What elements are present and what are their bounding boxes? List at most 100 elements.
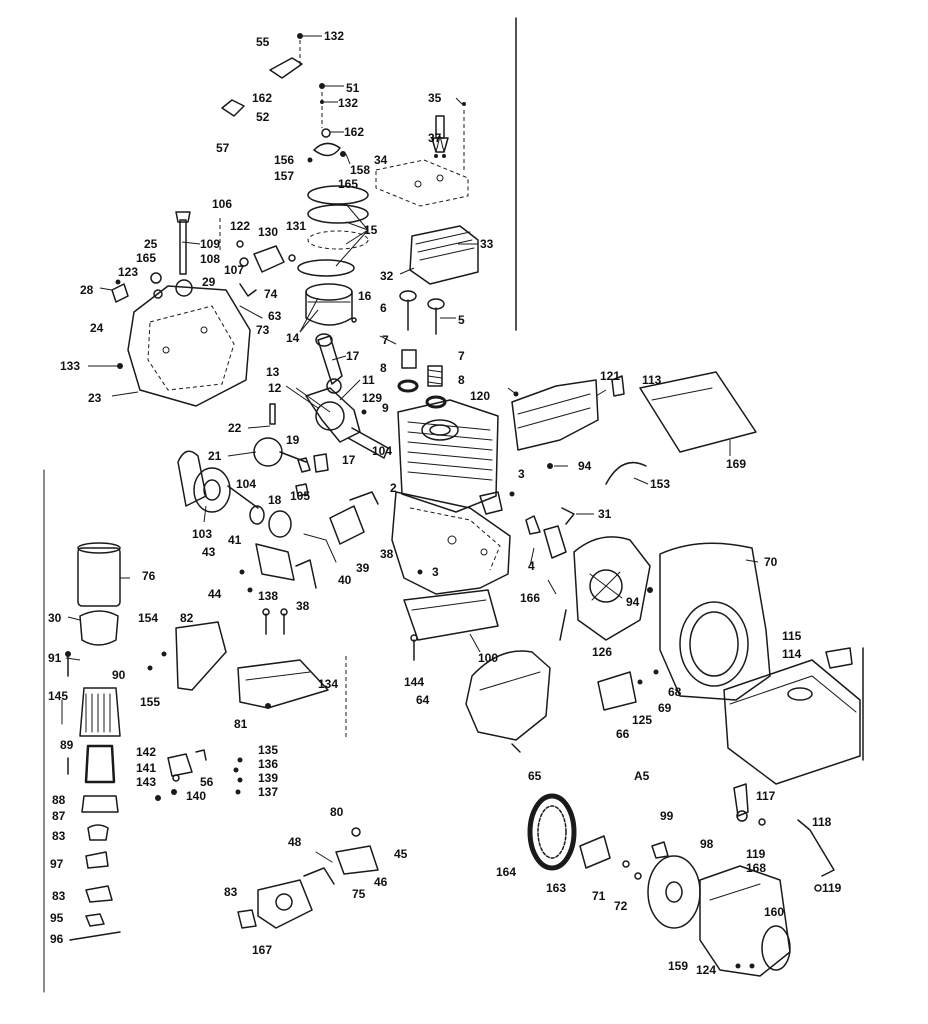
callout-35: 35 — [428, 91, 442, 105]
callout-97: 97 — [50, 857, 64, 871]
callout-144: 144 — [404, 675, 424, 689]
callout-17: 17 — [342, 453, 356, 467]
callout-87: 87 — [52, 809, 66, 823]
callout-44: 44 — [208, 587, 222, 601]
callout-100: 100 — [478, 651, 498, 665]
callout-129: 129 — [362, 391, 382, 405]
callout-40: 40 — [338, 573, 352, 587]
callout-63: 63 — [268, 309, 282, 323]
callout-82: 82 — [180, 611, 194, 625]
callout-3: 3 — [518, 467, 525, 481]
cylinder-head — [375, 102, 479, 285]
callout-117: 117 — [756, 789, 776, 803]
callout-83: 83 — [52, 889, 66, 903]
callout-7: 7 — [458, 349, 465, 363]
fuel-tank — [723, 647, 861, 785]
callout-16: 16 — [358, 289, 372, 303]
callout-98: 98 — [700, 837, 714, 851]
callout-156: 156 — [274, 153, 294, 167]
callout-133: 133 — [60, 359, 80, 373]
callout-132: 132 — [338, 96, 358, 110]
callout-88: 88 — [52, 793, 66, 807]
callout-105: 105 — [290, 489, 310, 503]
callout-164: 164 — [496, 865, 516, 879]
callout-121: 121 — [600, 369, 620, 383]
callout-8: 8 — [458, 373, 465, 387]
callout-25: 25 — [144, 237, 158, 251]
callout-37: 37 — [428, 131, 442, 145]
callout-160: 160 — [764, 905, 784, 919]
callout-21: 21 — [208, 449, 222, 463]
callout-139: 139 — [258, 771, 278, 785]
callout-126: 126 — [592, 645, 612, 659]
callout-162: 162 — [344, 125, 364, 139]
callout-125: 125 — [632, 713, 652, 727]
callout-12: 12 — [268, 381, 282, 395]
callout-132: 132 — [324, 29, 344, 43]
small-hardware — [155, 749, 243, 801]
rear-shroud — [465, 650, 551, 753]
top-stack-parts — [221, 33, 346, 163]
callout-83: 83 — [224, 885, 238, 899]
callout-6: 6 — [380, 301, 387, 315]
callout-3: 3 — [432, 565, 439, 579]
callout-163: 163 — [546, 881, 566, 895]
callout-39: 39 — [356, 561, 370, 575]
callout-99: 99 — [660, 809, 674, 823]
callout-81: 81 — [234, 717, 248, 731]
callout-113: 113 — [642, 373, 662, 387]
callout-75: 75 — [352, 887, 366, 901]
callout-119: 119 — [746, 847, 766, 861]
callout-74: 74 — [264, 287, 278, 301]
valves-and-springs — [397, 290, 447, 409]
callout-45: 45 — [394, 847, 408, 861]
callout-80: 80 — [330, 805, 344, 819]
engine-block — [391, 391, 519, 595]
callout-5: 5 — [458, 313, 465, 327]
governor-parts — [219, 218, 296, 319]
callout-138: 138 — [258, 589, 278, 603]
callout-115: 115 — [782, 629, 802, 643]
callout-154: 154 — [138, 611, 158, 625]
callout-104: 104 — [372, 444, 392, 458]
callout-119: 119 — [822, 881, 842, 895]
callout-41: 41 — [228, 533, 242, 547]
callout-55: 55 — [256, 35, 270, 49]
callout-64: 64 — [416, 693, 430, 707]
callout-114: 114 — [782, 647, 802, 661]
callout-95: 95 — [50, 911, 64, 925]
callout-134: 134 — [318, 677, 338, 691]
callout-165: 165 — [338, 177, 358, 191]
brackets — [597, 669, 659, 711]
callout-43: 43 — [202, 545, 216, 559]
callout-labels: 55 132 51 162 132 52 162 57 156 158 34 1… — [48, 29, 842, 977]
callout-141: 141 — [136, 761, 156, 775]
camshaft-assembly — [177, 437, 329, 538]
callout-23: 23 — [88, 391, 102, 405]
callout-4: 4 — [528, 559, 535, 573]
callout-89: 89 — [60, 738, 74, 752]
crankshaft — [269, 387, 389, 459]
callout-66: 66 — [616, 727, 630, 741]
callout-a5: A5 — [634, 769, 650, 783]
callout-8: 8 — [380, 361, 387, 375]
callout-123: 123 — [118, 265, 138, 279]
callout-15: 15 — [364, 223, 378, 237]
callout-143: 143 — [136, 775, 156, 789]
callout-51: 51 — [346, 81, 360, 95]
callout-122: 122 — [230, 219, 250, 233]
callout-14: 14 — [286, 331, 300, 345]
callout-48: 48 — [288, 835, 302, 849]
callout-90: 90 — [112, 668, 126, 682]
callout-130: 130 — [258, 225, 278, 239]
callout-140: 140 — [186, 789, 206, 803]
callout-137: 137 — [258, 785, 278, 799]
callout-136: 136 — [258, 757, 278, 771]
callout-168: 168 — [746, 861, 766, 875]
callout-7: 7 — [382, 333, 389, 347]
callout-135: 135 — [258, 743, 278, 757]
callout-65: 65 — [528, 769, 542, 783]
callout-29: 29 — [202, 275, 216, 289]
callout-34: 34 — [374, 153, 388, 167]
